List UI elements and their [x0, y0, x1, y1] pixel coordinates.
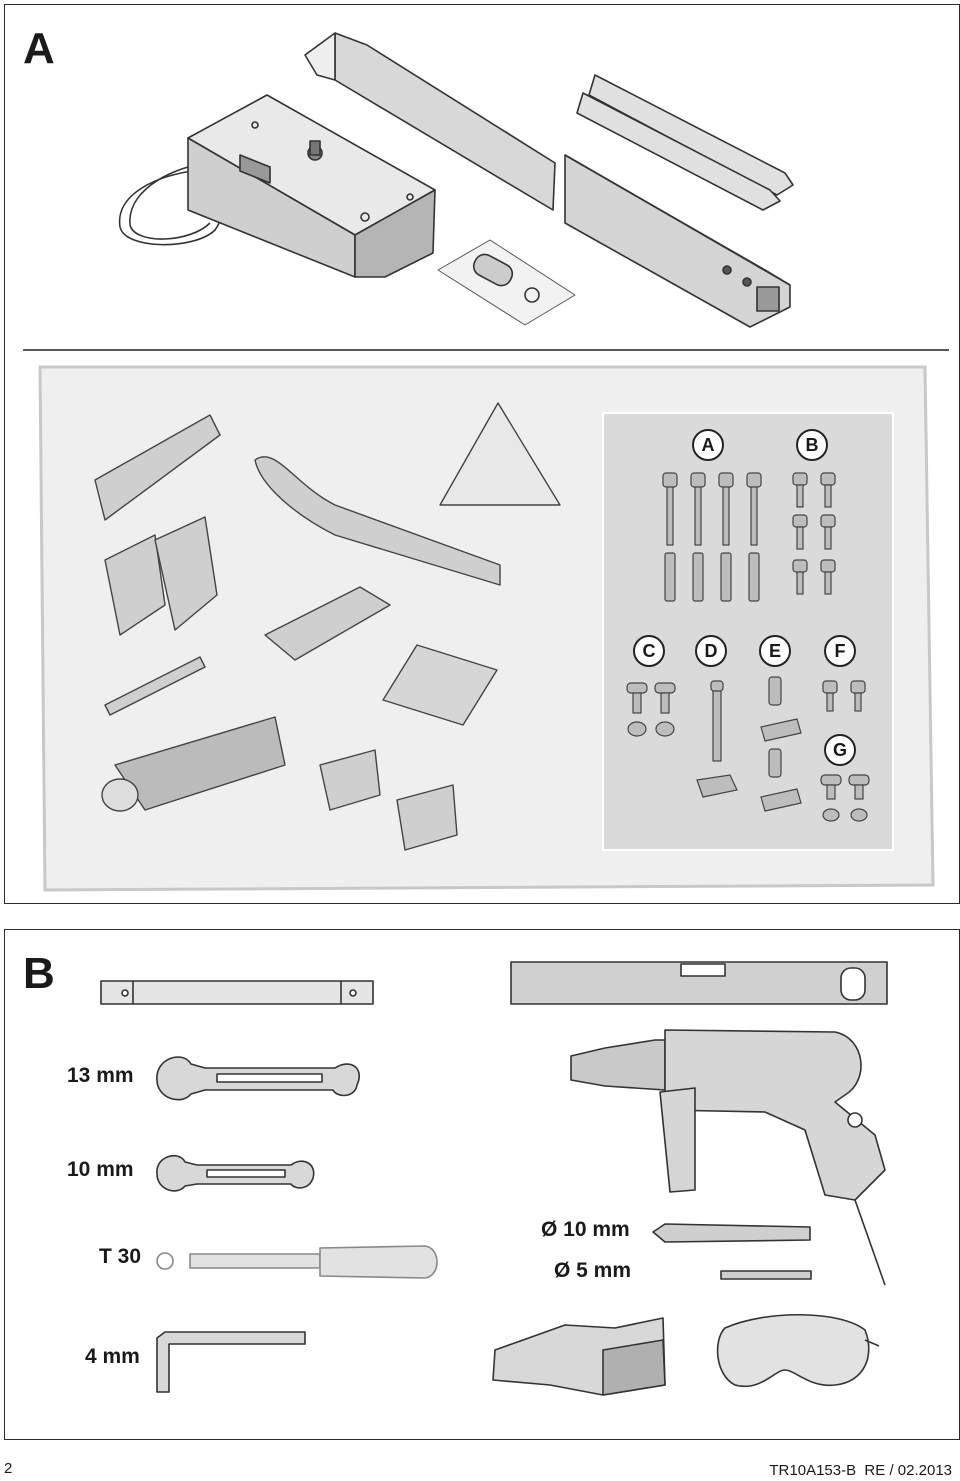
panel-b-letter: B	[23, 949, 55, 998]
delivery-contents-illustration	[23, 32, 949, 892]
kit-label-a: A	[692, 429, 724, 461]
panel-a-letter: A	[23, 24, 55, 73]
safety-goggles-icon	[716, 1313, 880, 1388]
warning-label-sign	[439, 402, 561, 506]
drill-bit-10mm-icon	[652, 1223, 811, 1243]
page-number: 2	[4, 1460, 13, 1477]
screws-f	[822, 680, 866, 712]
screws-b	[792, 472, 836, 595]
drill-bit-5mm-icon	[720, 1270, 812, 1280]
bent-bracket	[382, 644, 498, 726]
pins-e	[760, 676, 802, 812]
work-gloves-icon	[492, 1317, 666, 1396]
hex-key-icon	[156, 1331, 306, 1393]
screws-a	[662, 472, 762, 602]
door-link-arm	[254, 456, 501, 586]
motor-unit	[187, 94, 436, 278]
fixing-strip	[104, 656, 206, 716]
kit-label-f: F	[824, 635, 856, 667]
hand-transmitter-bag	[437, 239, 576, 326]
lintel-bracket	[94, 414, 221, 521]
rail-clip-1	[319, 749, 381, 811]
power-drill-icon	[570, 1029, 886, 1286]
door-link-bracket	[264, 586, 391, 661]
wrench-10mm-icon	[156, 1154, 315, 1192]
spirit-level-icon	[510, 961, 888, 1005]
panel-b-tools: B	[4, 929, 960, 1440]
folding-rule-icon	[100, 980, 374, 1005]
kit-label-e: E	[759, 635, 791, 667]
mounting-straps	[576, 74, 794, 211]
wrench-13mm-label: 13 mm	[67, 1064, 134, 1087]
drill-bit-5mm-label: Ø 5 mm	[554, 1259, 632, 1282]
bolts-g	[820, 774, 870, 822]
angle-bracket-right	[154, 516, 218, 631]
panel-a-contents: A	[4, 4, 960, 904]
rail-clip-2	[396, 784, 458, 851]
hex-key-label: 4 mm	[85, 1345, 140, 1368]
drill-bit-10mm-label: Ø 10 mm	[541, 1218, 630, 1241]
tools-illustration	[100, 961, 888, 1396]
wrench-10mm-label: 10 mm	[67, 1158, 134, 1181]
kit-label-d: D	[695, 635, 727, 667]
kit-label-g: G	[824, 734, 856, 766]
wrench-13mm-icon	[156, 1056, 360, 1101]
kit-label-c: C	[633, 635, 665, 667]
angle-bracket-left	[104, 534, 166, 636]
torx-label: T 30	[99, 1245, 142, 1268]
torx-screwdriver-icon	[156, 1245, 438, 1279]
kit-label-b: B	[796, 429, 828, 461]
boom-rail	[304, 32, 791, 328]
document-code: TR10A153-B RE / 02.2013	[769, 1462, 952, 1479]
bolts-c	[626, 682, 676, 737]
pin-d	[696, 680, 738, 798]
